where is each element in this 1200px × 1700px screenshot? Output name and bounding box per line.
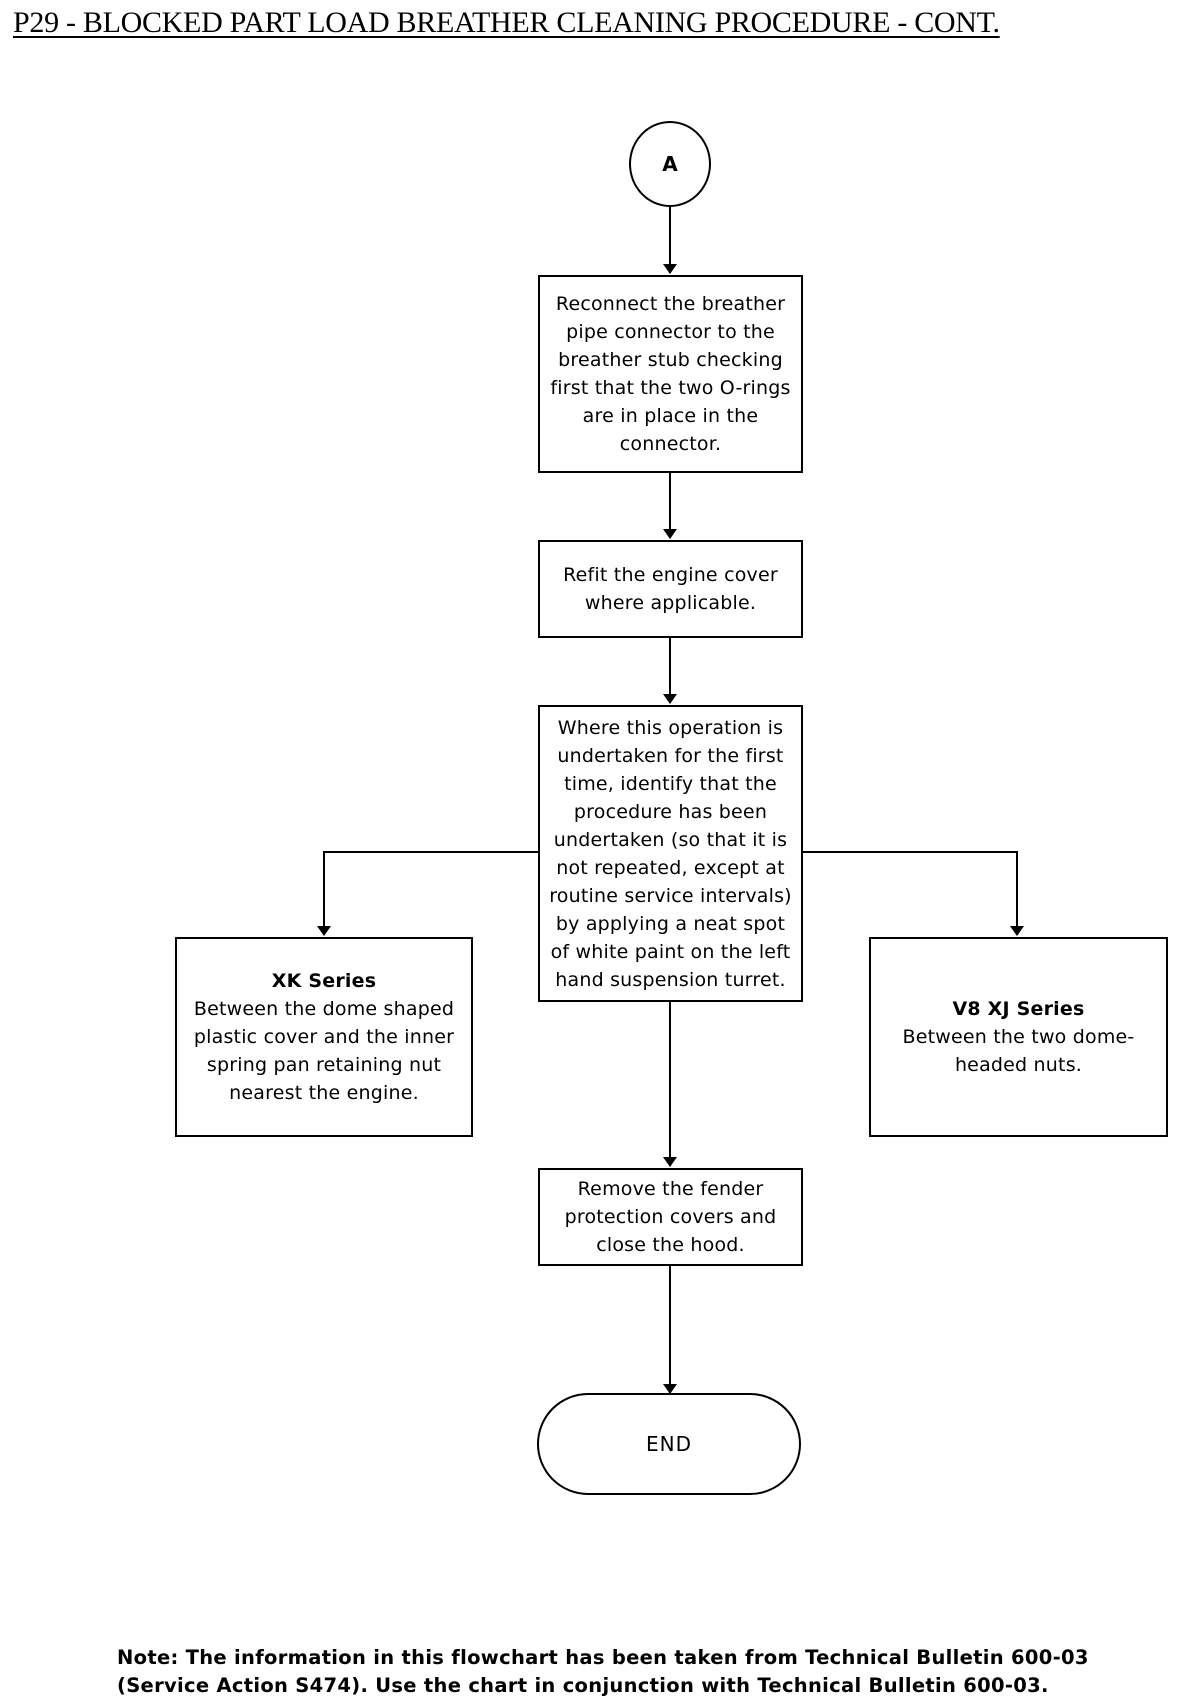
step-text-line: routine service intervals) (549, 884, 792, 907)
arrow-identify-to-xj (802, 851, 1024, 936)
step-text-line: where applicable. (584, 592, 757, 614)
step-text-line: breather stub checking (558, 349, 783, 371)
step-text-line: Where this operation is (557, 716, 784, 739)
step-text-line: connector. (619, 433, 722, 455)
xk-series-box: XK Series Between the dome shaped plasti… (175, 937, 473, 1137)
step-text-line: not repeated, except at (556, 856, 785, 879)
step-identify-operation: Where this operation is undertaken for t… (538, 705, 803, 1002)
footnote-line: Note: The information in this flowchart … (117, 1646, 1089, 1669)
step-text-line: pipe connector to the (566, 321, 775, 343)
xk-series-text-line: nearest the engine. (229, 1082, 419, 1104)
xk-series-text-line: plastic cover and the inner (193, 1026, 455, 1048)
step-remove-fender-covers: Remove the fender protection covers and … (538, 1168, 803, 1266)
end-terminator: END (537, 1393, 801, 1495)
step-text-line: Remove the fender (577, 1178, 764, 1200)
footnote-line: (Service Action S474). Use the chart in … (117, 1674, 1049, 1697)
step-text-line: Refit the engine cover (563, 564, 778, 586)
step-text-line: of white paint on the left (550, 940, 791, 963)
step-text-line: procedure has been (573, 800, 768, 823)
step-text-line: hand suspension turret. (555, 968, 786, 991)
step-refit-engine-cover: Refit the engine cover where applicable. (538, 540, 803, 638)
step-text-line: by applying a neat spot (555, 912, 786, 935)
step-text-line: close the hood. (596, 1234, 745, 1256)
step-text-line: are in place in the (582, 405, 759, 427)
step-text-line: protection covers and (564, 1206, 777, 1228)
step-reconnect-breather: Reconnect the breather pipe connector to… (538, 275, 803, 473)
xk-series-heading: XK Series (271, 970, 377, 992)
step-text-line: first that the two O-rings (550, 377, 791, 399)
arrow-identify-to-xk (317, 851, 538, 936)
xj-series-heading: V8 XJ Series (952, 998, 1085, 1020)
footnote: Note: The information in this flowchart … (117, 1644, 1089, 1700)
step-text-line: Reconnect the breather (555, 293, 786, 315)
xk-series-text-line: Between the dome shaped (193, 998, 455, 1020)
page-title: P29 - BLOCKED PART LOAD BREATHER CLEANIN… (13, 6, 1000, 39)
xk-series-text-line: spring pan retaining nut (206, 1054, 442, 1076)
xj-series-box: V8 XJ Series Between the two dome- heade… (869, 937, 1168, 1137)
step-text-line: undertaken (so that it is (553, 828, 788, 851)
step-text-line: time, identify that the (564, 772, 777, 795)
xj-series-text-line: headed nuts. (954, 1054, 1083, 1076)
step-text-line: undertaken for the first (557, 744, 784, 767)
start-connector: A (629, 121, 711, 207)
xj-series-text-line: Between the two dome- (902, 1026, 1135, 1048)
